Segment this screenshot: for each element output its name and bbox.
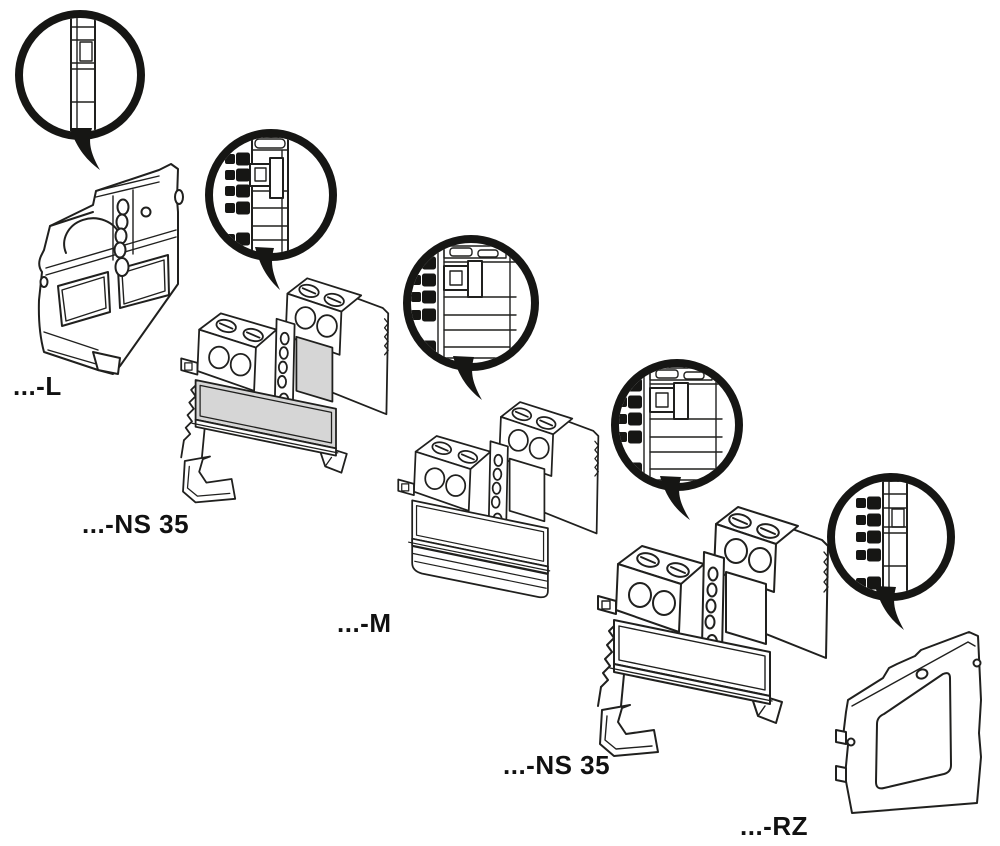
callout-circle-m — [403, 235, 539, 400]
terminal-block-ns35-b-drawing — [597, 506, 829, 757]
endplate-l-drawing — [37, 163, 184, 375]
label-cover-rz: ...-RZ — [740, 811, 808, 841]
label-terminal-ns35-a: ...-NS 35 — [82, 509, 190, 539]
callout-pointer-m — [453, 356, 482, 400]
callout-pointer-rz — [875, 586, 904, 630]
callout-pointer-ns35-a — [255, 247, 280, 290]
terminal-block-ns35-a-drawing — [180, 277, 390, 504]
callout-circle-l — [15, 10, 145, 170]
callout-circle-rz — [827, 473, 955, 630]
label-terminal-ns35-b: ...-NS 35 — [503, 750, 611, 780]
callout-circle-ns35-a — [205, 129, 337, 290]
magnified-profile-l — [70, 18, 96, 132]
callout-circle-ns35-b — [611, 359, 743, 520]
callout-pointer-l — [70, 128, 100, 170]
label-terminal-m: ...-M — [337, 608, 392, 638]
callout-pointer-ns35-b — [660, 476, 690, 520]
magnified-profile-ns35-b — [619, 367, 723, 483]
terminal-block-m-drawing — [397, 401, 600, 599]
magnified-profile-m — [411, 244, 517, 363]
magnified-profile-rz — [856, 481, 908, 593]
magnified-profile-ns35-a — [225, 137, 289, 253]
cover-rz-drawing — [835, 631, 982, 814]
label-endplate-l: ...-L — [13, 371, 62, 401]
